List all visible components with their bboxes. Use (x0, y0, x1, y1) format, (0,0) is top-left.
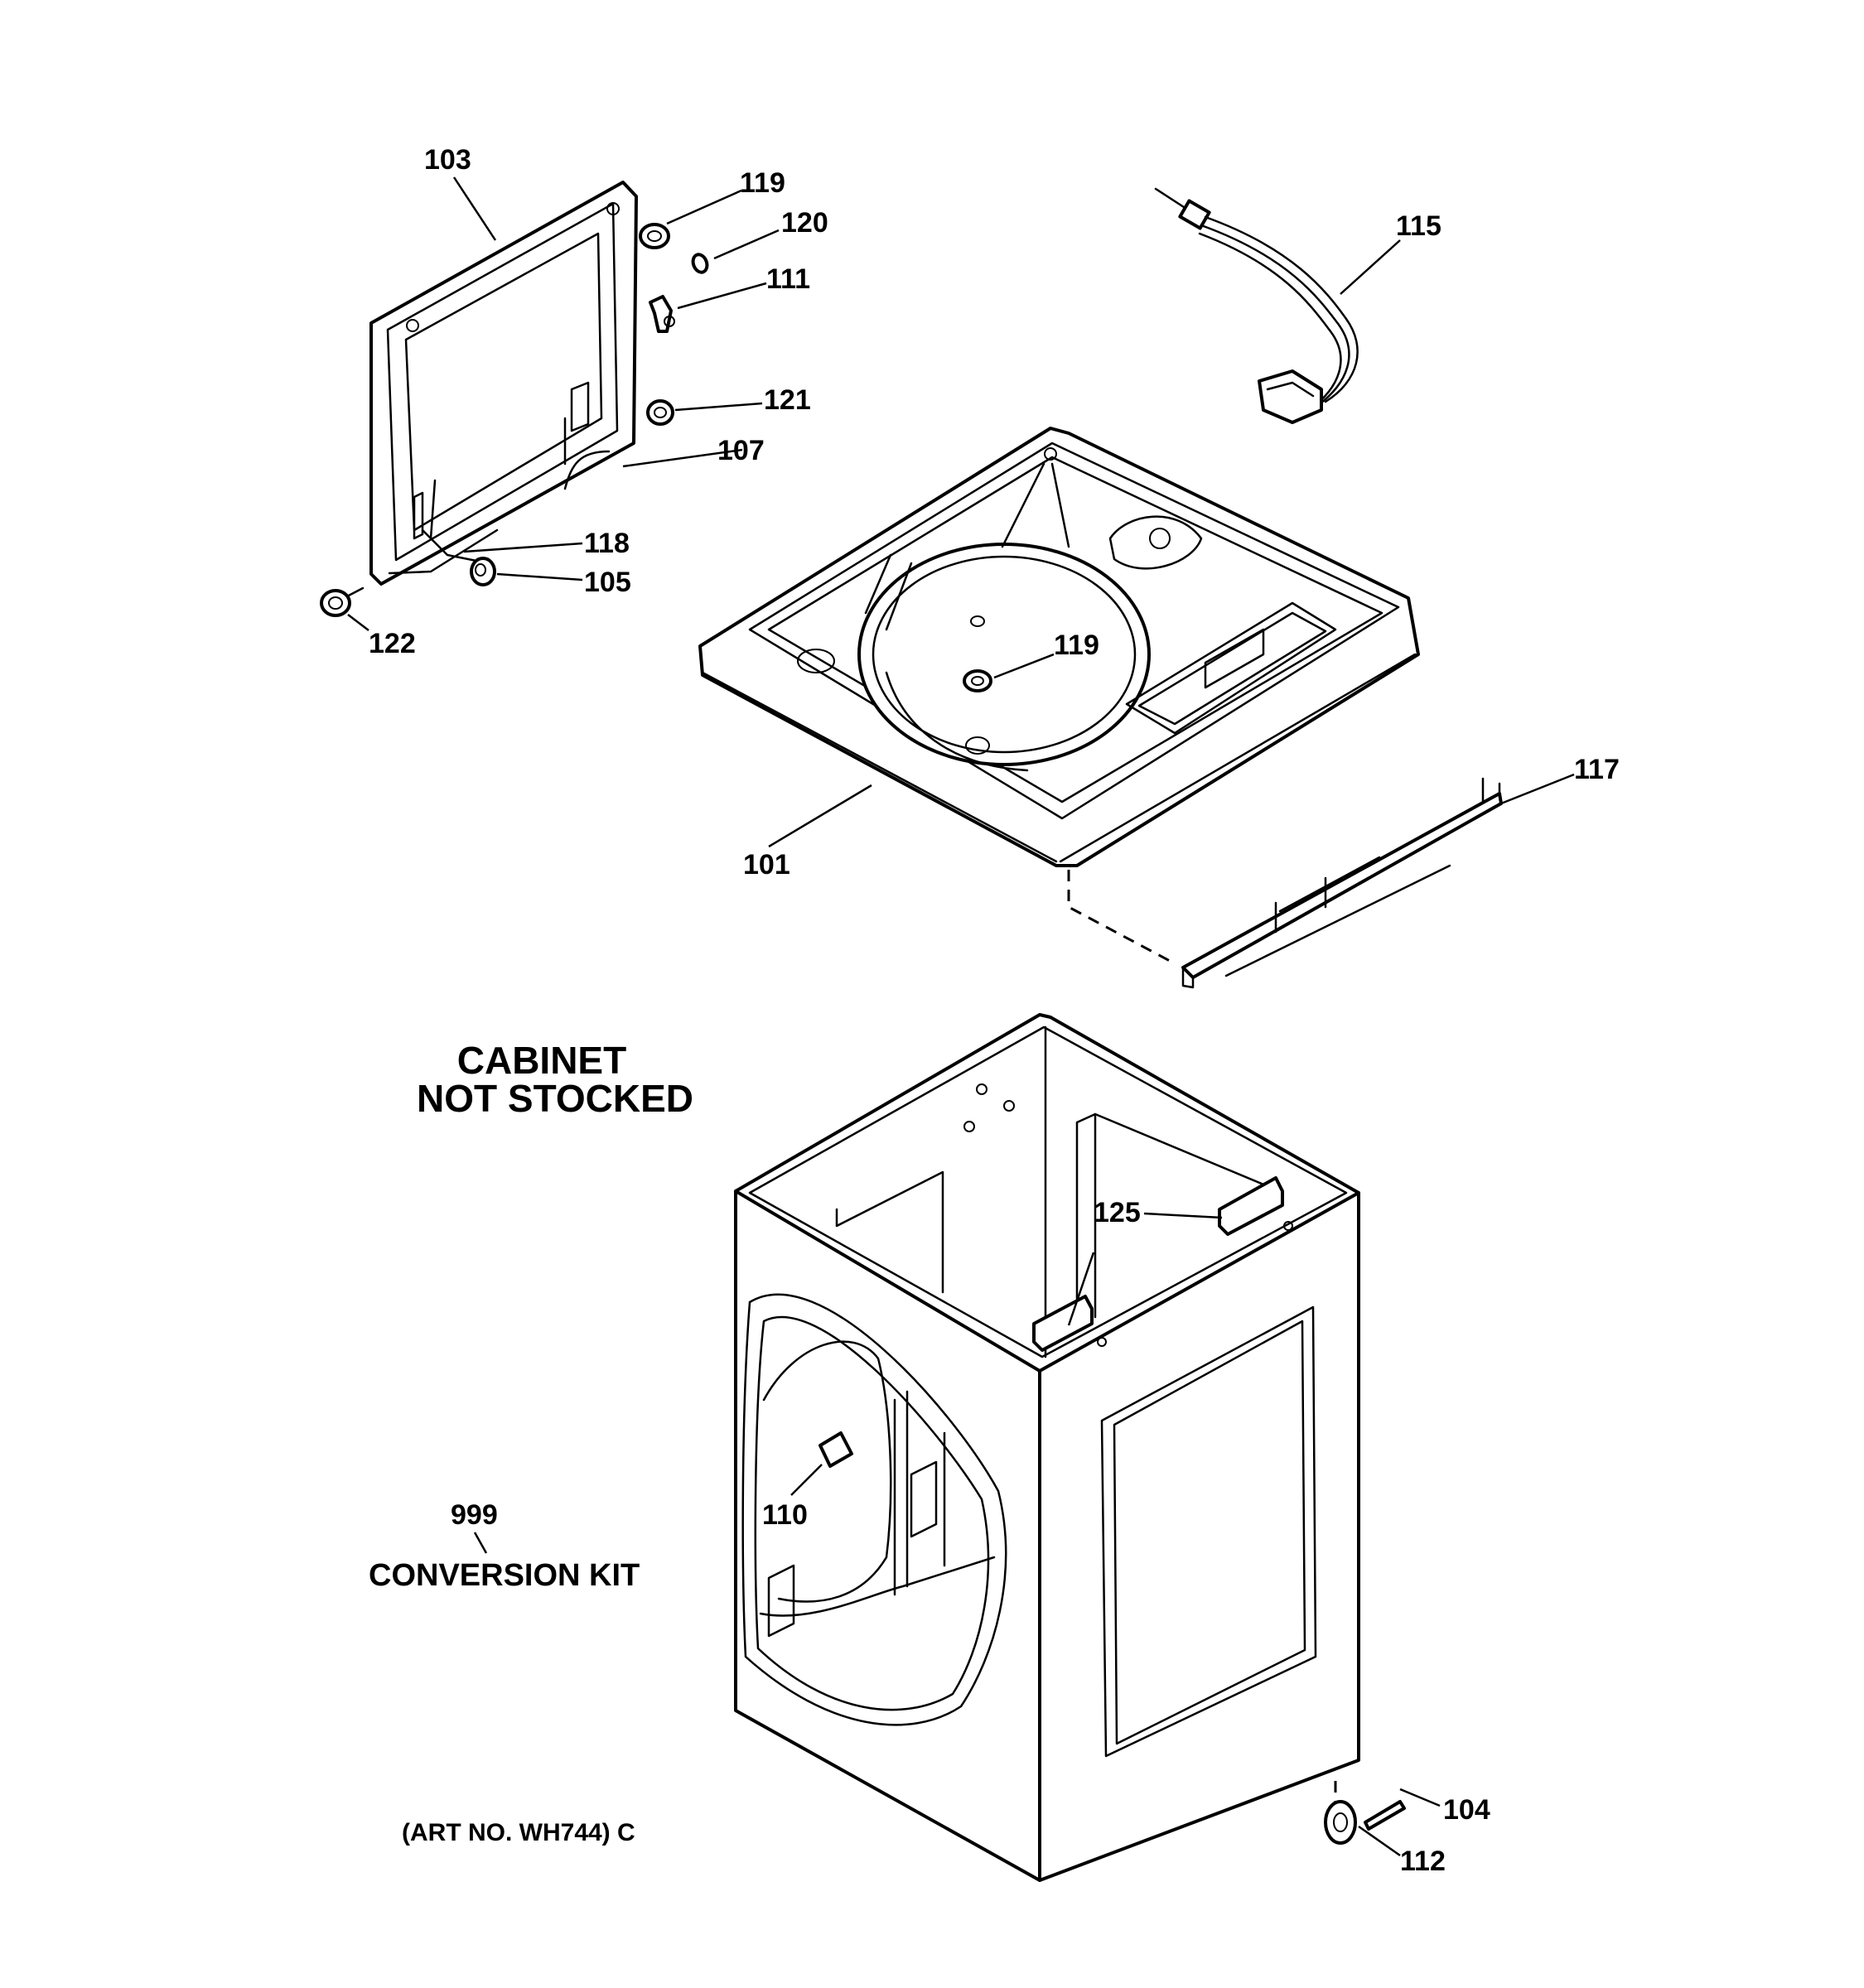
label-118: 118 (584, 528, 630, 559)
top-cover-101 (698, 427, 1420, 867)
label-117: 117 (1574, 754, 1620, 785)
pin-120 (691, 253, 709, 274)
label-110: 110 (762, 1499, 808, 1531)
label-112: 112 (1400, 1846, 1446, 1877)
label-103: 103 (424, 144, 471, 176)
rail-117 (1181, 777, 1503, 989)
label-104: 104 (1443, 1794, 1490, 1826)
label-125: 125 (1094, 1197, 1141, 1228)
label-122: 122 (369, 628, 416, 659)
label-107: 107 (717, 435, 765, 466)
label-999: 999 (451, 1499, 498, 1531)
label-121: 121 (764, 384, 811, 416)
art-number: (ART NO. WH744) C (402, 1819, 635, 1846)
label-119-top: 119 (740, 167, 785, 199)
cabinet-note-line2: NOT STOCKED (417, 1077, 693, 1120)
foot-112 (1324, 1800, 1357, 1845)
hinge-122 (320, 589, 351, 617)
leader-lines (347, 176, 1575, 1857)
lid-switch-111 (649, 295, 675, 333)
conversion-kit-note: CONVERSION KIT (369, 1558, 640, 1593)
label-105: 105 (584, 567, 631, 598)
label-101: 101 (743, 849, 790, 881)
wire-harness-115 (1154, 187, 1359, 424)
cabinet-note-line1: CABINET (457, 1039, 626, 1082)
cabinet (734, 1013, 1360, 1882)
label-111: 111 (766, 263, 810, 295)
label-115: 115 (1396, 210, 1441, 242)
leg-104 (1364, 1800, 1406, 1831)
label-119-cover: 119 (1054, 630, 1099, 661)
hinge-bushing-119 (639, 223, 670, 249)
label-120: 120 (781, 207, 828, 239)
magnet-105 (470, 557, 496, 586)
bumper-121 (646, 399, 674, 426)
